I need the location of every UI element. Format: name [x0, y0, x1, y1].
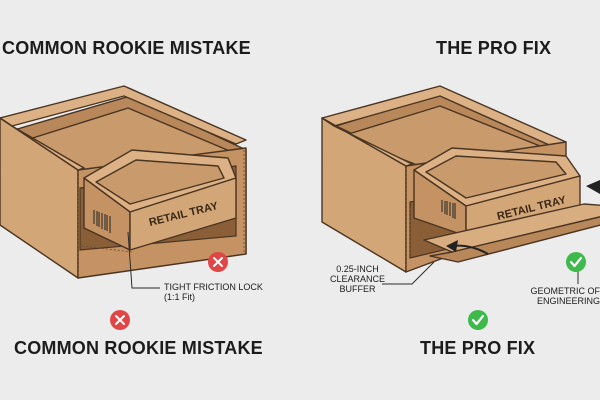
- error-x-icon: [110, 310, 130, 330]
- clearance-line-3: BUFFER: [330, 284, 385, 294]
- geometric-engineering-label: GEOMETRIC OF ENGINEERING: [526, 286, 600, 306]
- clearance-line-1: 0.25-INCH: [330, 264, 385, 274]
- clearance-buffer-label: 0.25-INCH CLEARANCE BUFFER: [330, 264, 385, 294]
- success-check-icon: [566, 252, 586, 272]
- geometric-line-1: GEOMETRIC OF: [526, 286, 600, 296]
- friction-lock-label: TIGHT FRICTION LOCK (1:1 Fit): [164, 282, 263, 302]
- friction-line-1: TIGHT FRICTION LOCK: [164, 282, 263, 292]
- arrow-icon: [586, 180, 600, 194]
- geometric-line-2: ENGINEERING: [526, 296, 600, 306]
- clearance-line-2: CLEARANCE: [330, 274, 385, 284]
- error-x-icon: [208, 252, 228, 272]
- friction-line-2: (1:1 Fit): [164, 292, 263, 302]
- success-check-icon: [468, 310, 488, 330]
